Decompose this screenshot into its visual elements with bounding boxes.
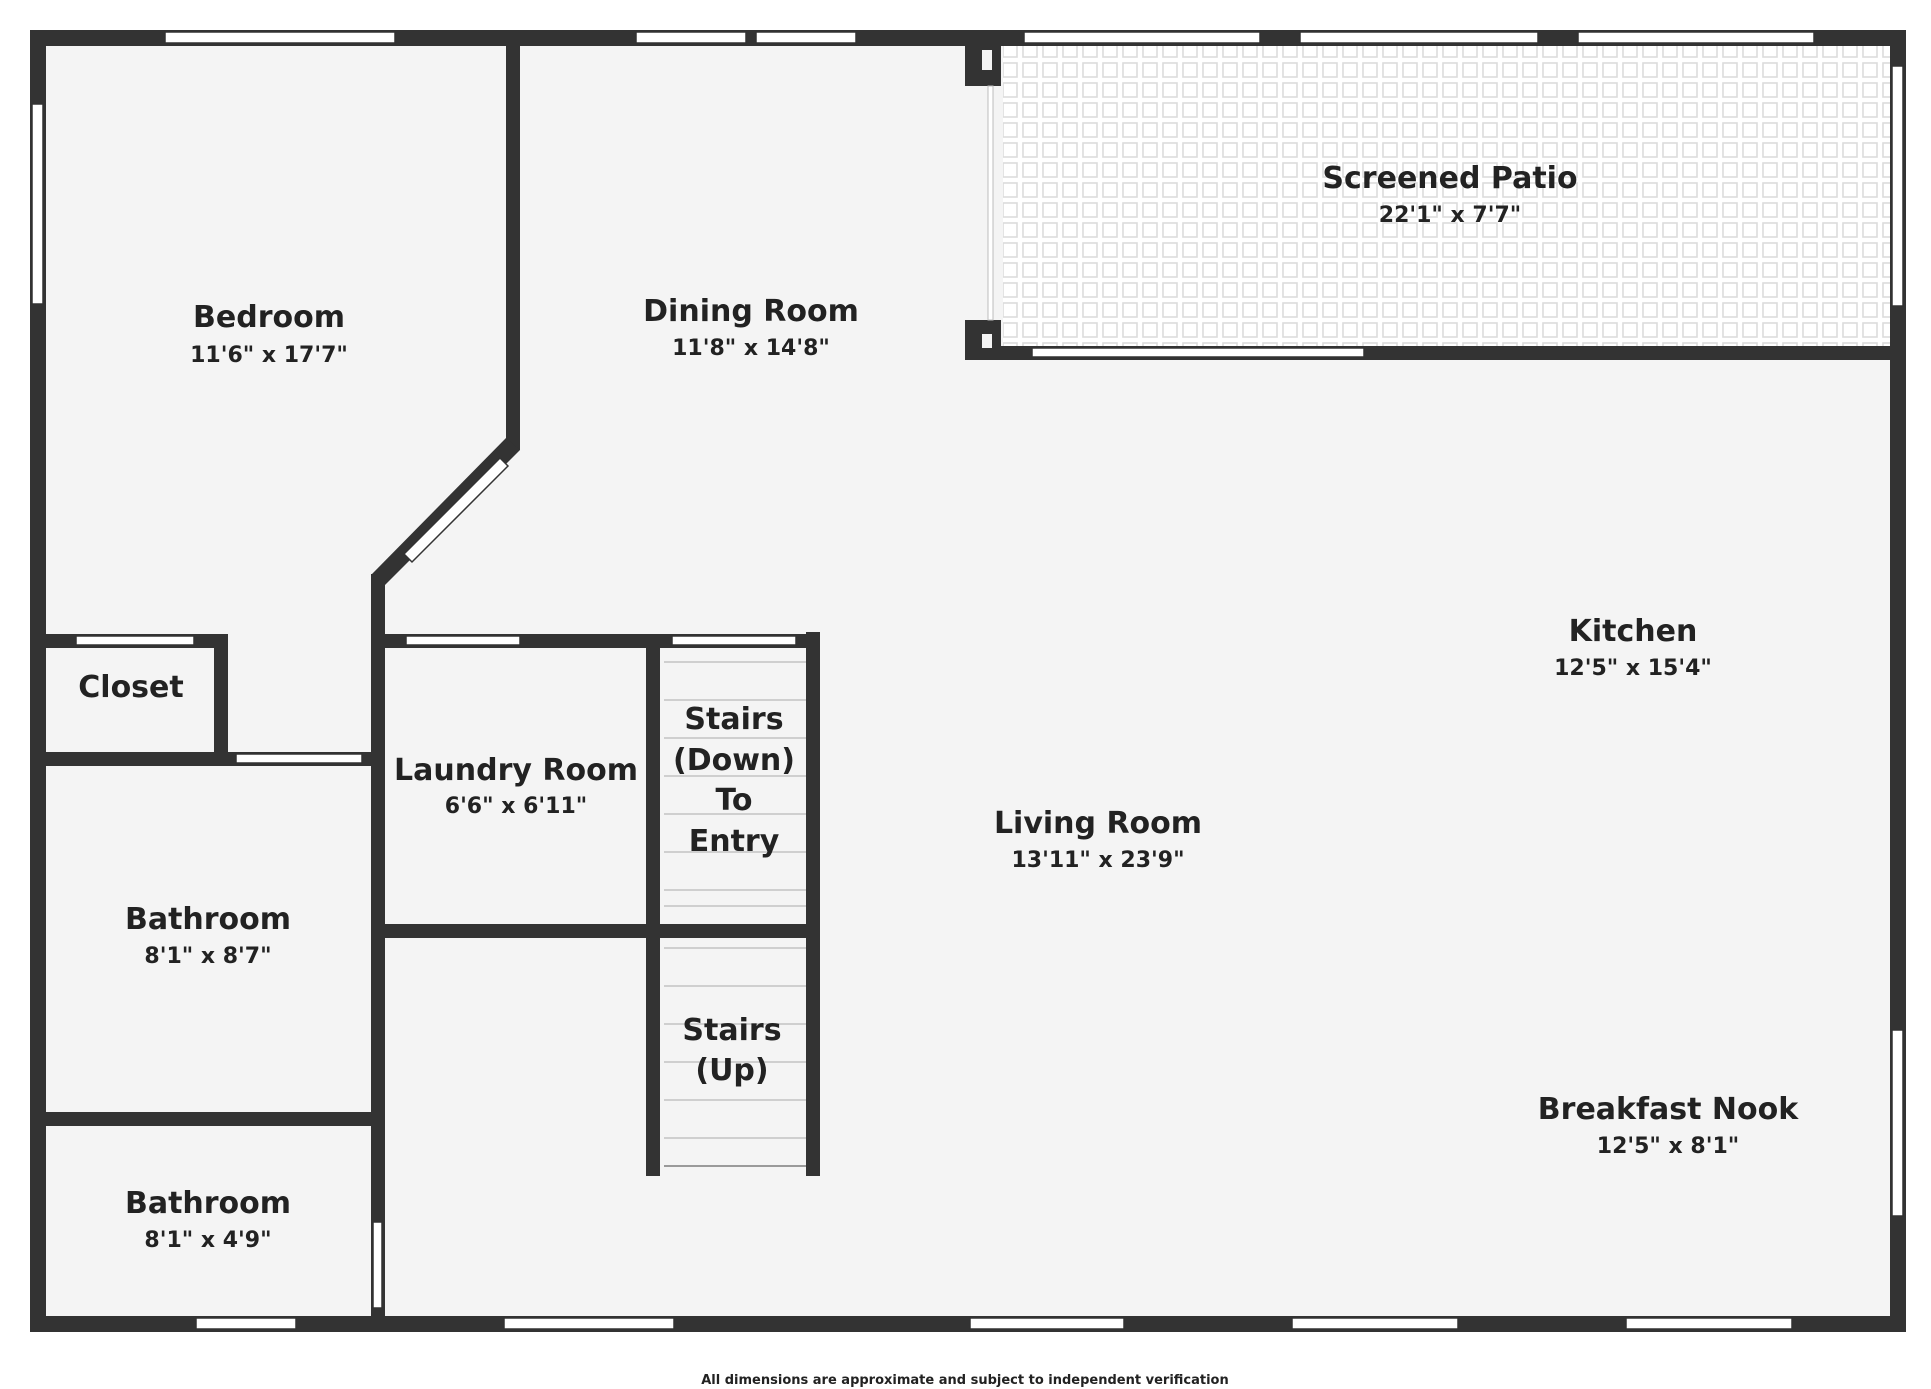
laundry-room-label: Laundry Room bbox=[394, 753, 638, 788]
diagonal-window bbox=[402, 456, 510, 564]
stairs-down-line-2: (Down) bbox=[673, 743, 795, 778]
kitchen-label: Kitchen bbox=[1569, 614, 1698, 649]
breakfast-nook-label: Breakfast Nook bbox=[1538, 1092, 1799, 1127]
closet-label: Closet bbox=[78, 670, 183, 705]
living-room-label: Living Room bbox=[994, 806, 1202, 841]
dining-room-label: Dining Room bbox=[643, 294, 859, 329]
patio-screen-west bbox=[987, 85, 994, 321]
stairs-down-line-4: Entry bbox=[689, 824, 780, 859]
windows bbox=[31, 31, 1904, 1330]
bathroom-2-label: Bathroom bbox=[125, 1186, 291, 1221]
stairs-up-line-1: Stairs bbox=[682, 1013, 781, 1048]
bedroom-label: Bedroom bbox=[193, 300, 345, 335]
living-room-dims: 13'11" x 23'9" bbox=[1011, 848, 1184, 873]
screened-patio-label: Screened Patio bbox=[1322, 161, 1577, 196]
disclaimer-text: All dimensions are approximate and subje… bbox=[701, 1373, 1229, 1388]
kitchen-dims: 12'5" x 15'4" bbox=[1554, 656, 1712, 681]
patio-post-bottom-notch bbox=[982, 334, 992, 348]
stairs-up-line-2: (Up) bbox=[695, 1053, 768, 1088]
bedroom-dims: 11'6" x 17'7" bbox=[190, 343, 348, 368]
walls bbox=[30, 30, 1906, 1332]
screened-patio-dims: 22'1" x 7'7" bbox=[1379, 203, 1521, 228]
breakfast-nook-dims: 12'5" x 8'1" bbox=[1597, 1134, 1739, 1159]
stairs-down-line-1: Stairs bbox=[684, 702, 783, 737]
patio-floor bbox=[1003, 46, 1893, 350]
bathroom-2-dims: 8'1" x 4'9" bbox=[144, 1228, 271, 1253]
stair-treads-down bbox=[664, 661, 806, 907]
bathroom-1-dims: 8'1" x 8'7" bbox=[144, 944, 271, 969]
stair-treads-up bbox=[664, 947, 806, 1139]
bathroom-1-label: Bathroom bbox=[125, 902, 291, 937]
dining-room-dims: 11'8" x 14'8" bbox=[672, 336, 830, 361]
laundry-room-dims: 6'6" x 6'11" bbox=[445, 794, 587, 819]
patio-post-top-notch bbox=[982, 50, 992, 70]
stairs-down-line-3: To bbox=[715, 783, 752, 818]
